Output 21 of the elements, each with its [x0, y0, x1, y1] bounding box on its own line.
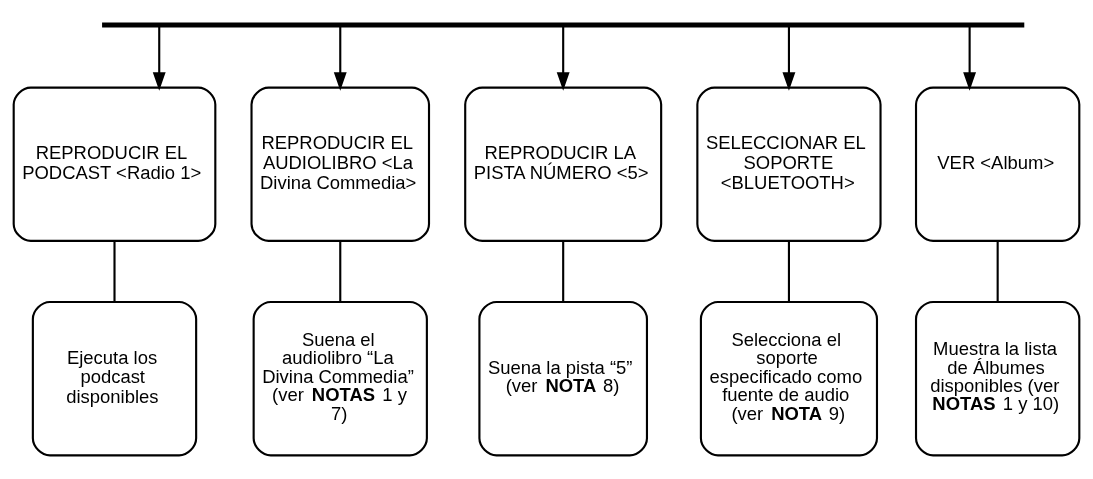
node-bar — [102, 22, 1025, 28]
connector — [787, 241, 790, 302]
node-box: Ejecuta los podcast disponibles — [31, 300, 198, 457]
arrow — [333, 26, 347, 91]
node-box: Suena la pista “5” (ver NOTA 8) — [478, 300, 649, 457]
node-box: REPRODUCIR EL PODCAST <Radio 1> — [12, 86, 217, 242]
node-box: Suena el audiolibro “La Divina Commedia” (ver NOTAS 1 y 7) — [252, 300, 428, 457]
connector — [562, 241, 565, 302]
node-box: Muestra la lista de Álbumes disponibles (ver NOTAS 1 y 10) — [914, 300, 1081, 457]
node-box: REPRODUCIR LA PISTA NÚMERO <5> — [464, 86, 663, 242]
node-box: VER <Album> — [914, 86, 1081, 242]
node-box: REPRODUCIR EL AUDIOLIBRO <La Divina Commedia> — [250, 86, 431, 242]
arrow — [782, 26, 796, 91]
connector — [996, 241, 999, 302]
connector — [113, 241, 116, 302]
node-box: Selecciona el soporte especificado como fuente de audio (ver NOTA 9) — [699, 300, 879, 457]
node-box: SELECCIONAR EL SOPORTE <BLUETOOTH> — [696, 86, 882, 242]
arrow — [556, 26, 570, 91]
connector — [339, 241, 342, 302]
arrow — [963, 26, 977, 91]
arrow — [152, 26, 166, 91]
